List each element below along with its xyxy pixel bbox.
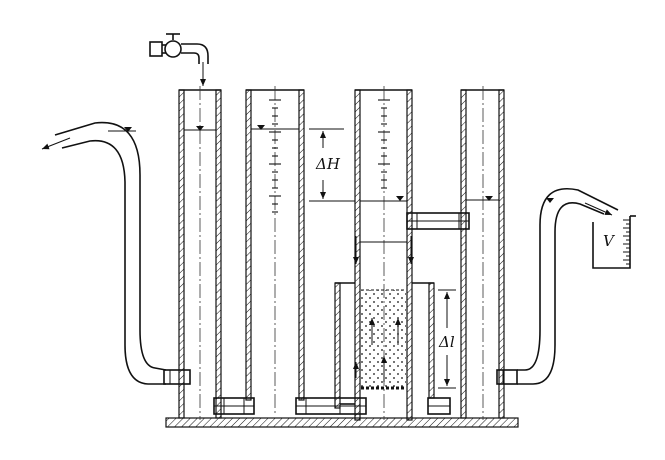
head-loss-label: ΔH [315,155,341,173]
faucet-icon [149,33,209,86]
measuring-cylinder: V [592,215,636,269]
outer-chamber [295,282,451,415]
sample-length-dimension: Δl [438,289,456,389]
outlet-tube [460,86,518,420]
volume-label: V [603,232,616,250]
overflow-hose [41,121,167,385]
head-loss-dimension: ΔH [309,128,355,202]
sample-column [353,86,470,421]
outlet-hose [517,188,619,385]
supply-tube [163,86,222,420]
sample-length-label: Δl [438,333,455,351]
base-plate [165,417,519,428]
piezometer-tube-1 [213,86,305,415]
